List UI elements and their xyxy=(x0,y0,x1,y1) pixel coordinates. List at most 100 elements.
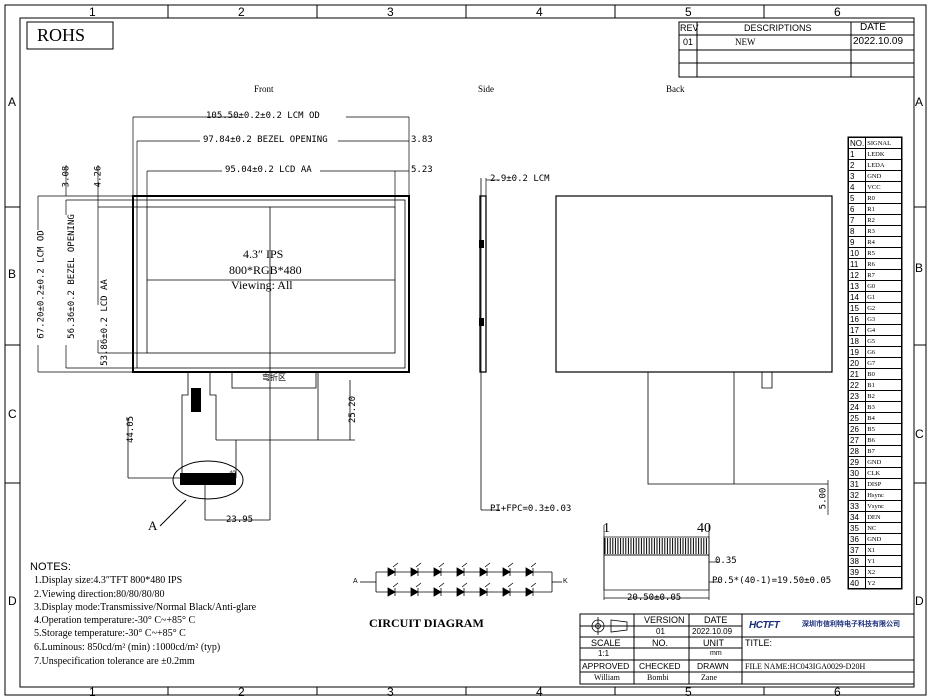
pin-no-header: NO. xyxy=(847,137,867,149)
led-emission-arrow xyxy=(415,562,422,568)
led-diode-icon xyxy=(433,567,442,577)
note-2: 2.Viewing direction:80/80/80/80 xyxy=(34,589,165,600)
led-emission-arrow xyxy=(507,582,514,588)
pin-signal: G1 xyxy=(865,291,902,303)
pin-signal: GND xyxy=(865,533,902,545)
grid-row-d: D xyxy=(8,594,17,608)
led-emission-arrow xyxy=(530,582,537,588)
dim-height-bezel: 56.36±0.2 BEZEL OPENING xyxy=(66,214,77,339)
pin-number: 16 xyxy=(847,313,867,325)
tb-checked-value: Bombi xyxy=(647,673,669,682)
pin-number: 20 xyxy=(847,357,867,369)
grid-col-2-bottom: 2 xyxy=(238,685,245,699)
led-diode-icon xyxy=(525,587,534,597)
pin-number: 4 xyxy=(847,181,867,193)
pin-signal: Vsync xyxy=(865,500,902,512)
dim-25-20: 25.20 xyxy=(348,395,359,424)
pin-number: 36 xyxy=(847,533,867,545)
pin-signal: B2 xyxy=(865,390,902,402)
pin-number: 18 xyxy=(847,335,867,347)
dim-23-95: 23.95 xyxy=(226,515,254,525)
pin-signal: R7 xyxy=(865,269,902,281)
circuit-cathode-label: K xyxy=(563,578,568,585)
tb-no-label: NO. xyxy=(652,638,669,648)
pin-signal: B4 xyxy=(865,412,902,424)
tb-checked-label: CHECKED xyxy=(639,661,681,671)
dim-height-lcm-od: 67.20±0.2±0.2 LCM OD xyxy=(36,230,47,339)
date-header: DATE xyxy=(860,22,886,33)
pin-number: 10 xyxy=(847,247,867,259)
dim-lcm-od: 105.50±0.2±0.2 LCM OD xyxy=(206,111,320,121)
tb-version-value: 01 xyxy=(656,627,665,636)
grid-row-a-right: A xyxy=(915,95,924,109)
led-diode-icon xyxy=(410,587,419,597)
pin-number: 30 xyxy=(847,467,867,479)
pin-number: 2 xyxy=(847,159,867,171)
pin-40-label: 40 xyxy=(697,521,711,536)
pin-number: 26 xyxy=(847,423,867,435)
pin-number: 1 xyxy=(847,148,867,160)
dim-pin-0-35: 0.35 xyxy=(715,556,737,566)
company-logo-text: HCTFT xyxy=(749,620,780,631)
pin-signal: G0 xyxy=(865,280,902,292)
dim-side-lcm: 2.9±0.2 LCM xyxy=(490,174,550,184)
rev-header: REV xyxy=(680,23,699,33)
dim-side-pi-fpc: PI+FPC=0.3±0.03 xyxy=(490,504,572,514)
pin-signal: LEDA xyxy=(865,159,902,171)
circuit-anode-label: A xyxy=(353,578,358,585)
dim-height-lcd-aa: 53.86±0.2 LCD AA xyxy=(99,279,110,366)
pin-1-label: 1 xyxy=(603,521,610,536)
led-diode-icon xyxy=(456,587,465,597)
pin-signal: R6 xyxy=(865,258,902,270)
circuit-diagram-title: CIRCUIT DIAGRAM xyxy=(369,616,484,630)
dim-lcd-aa: 95.04±0.2 LCD AA xyxy=(225,165,312,175)
pin-signal: DISP xyxy=(865,478,902,490)
pin-number: 38 xyxy=(847,555,867,567)
pin-number: 9 xyxy=(847,236,867,248)
notes-heading: NOTES: xyxy=(30,561,71,573)
pin-number: 7 xyxy=(847,214,867,226)
pin-signal: DEN xyxy=(865,511,902,523)
pin-number: 22 xyxy=(847,379,867,391)
company-logo: HCTFT xyxy=(749,620,799,633)
pin-number: 33 xyxy=(847,500,867,512)
pin-number: 14 xyxy=(847,291,867,303)
grid-row-b: B xyxy=(8,267,17,281)
pin-signal: B6 xyxy=(865,434,902,446)
dim-5-23: 5.23 xyxy=(411,165,433,175)
pin-number: 6 xyxy=(847,203,867,215)
date-value: 2022.10.09 xyxy=(853,36,904,47)
display-size-label: 4.3″ IPS xyxy=(243,247,284,261)
pin-number: 31 xyxy=(847,478,867,490)
grid-row-d-right: D xyxy=(915,594,924,608)
led-diode-icon xyxy=(479,587,488,597)
detail-a-label: A xyxy=(148,518,158,533)
pin-number: 28 xyxy=(847,445,867,457)
pin-signal: G4 xyxy=(865,324,902,336)
dim-3-08: 3.08 xyxy=(61,165,72,188)
note-3: 3.Display mode:Transmissive/Normal Black… xyxy=(34,602,257,613)
dim-4-26: 4.26 xyxy=(93,165,104,188)
pin-signal: B7 xyxy=(865,445,902,457)
